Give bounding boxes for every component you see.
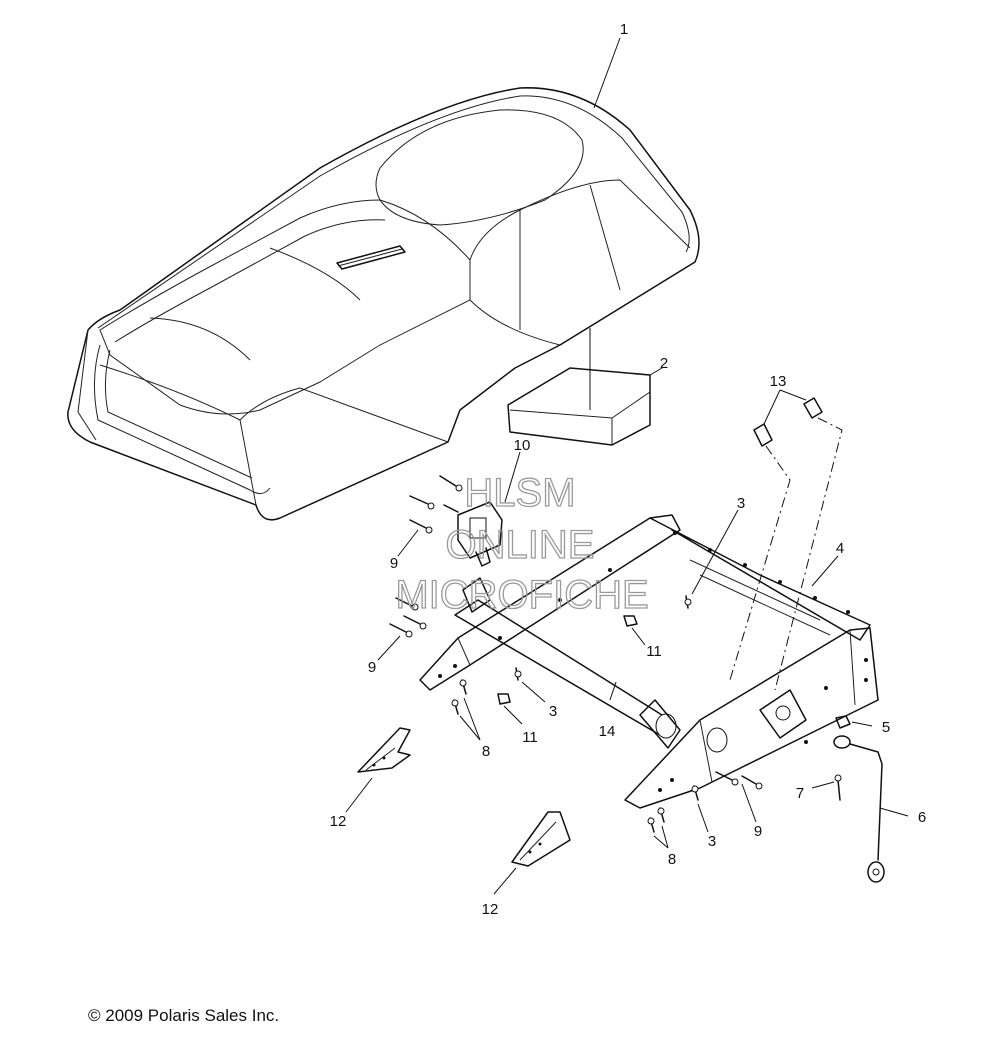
watermark-line-2: ONLINE: [446, 523, 595, 567]
callout-9c: 9: [754, 823, 762, 840]
leader-3b: [521, 681, 546, 703]
leader-9c: [741, 783, 757, 823]
callout-6: 6: [918, 809, 926, 826]
callout-12a: 12: [330, 813, 347, 830]
screw-7: [834, 774, 842, 801]
callout-3a: 3: [737, 495, 745, 512]
leader-14: [609, 681, 617, 701]
leader-12a: [345, 777, 373, 813]
callout-14: 14: [599, 723, 616, 740]
nut-11-lower: [497, 693, 511, 705]
callout-11a: 11: [646, 643, 662, 660]
nut-5: [835, 715, 851, 729]
callout-11b: 11: [522, 729, 538, 746]
callout-4: 4: [836, 540, 844, 557]
callout-12b: 12: [482, 901, 499, 918]
screws-9-upper: [409, 475, 463, 534]
latch-button: [469, 517, 487, 539]
leader-3a: [691, 509, 739, 595]
screws-9-middle: [389, 597, 427, 638]
bolt-3-lower: [691, 785, 699, 801]
bracket-12-left: [357, 727, 411, 773]
callout-5: 5: [882, 719, 890, 736]
watermark-line-3: MICROFICHE: [395, 573, 648, 617]
bolt-3-middle: [514, 667, 522, 681]
screws-9-lower: [715, 771, 763, 790]
callout-1: 1: [620, 21, 628, 38]
leader-3c: [697, 803, 709, 833]
leader-13a: [763, 389, 781, 425]
leader-1: [593, 37, 621, 109]
clips-13: [729, 397, 843, 691]
leader-8a: [463, 697, 481, 741]
tube-end-14: [655, 713, 677, 739]
leader-8b: [661, 825, 669, 849]
leader-13b: [779, 389, 807, 401]
latch-part-10: [457, 501, 503, 567]
leader-10: [504, 451, 521, 503]
bolts-8-lower: [647, 807, 665, 833]
callout-13: 13: [770, 373, 787, 390]
leader-12b: [493, 867, 517, 895]
leader-5: [851, 721, 873, 727]
hinge-hole: [775, 705, 791, 721]
frame-rivets: [438, 531, 868, 792]
rail-tube-end: [706, 727, 728, 753]
leader-9a: [397, 529, 419, 557]
callout-3b: 3: [549, 703, 557, 720]
leader-11a: [631, 627, 646, 646]
watermark: HLSM ONLINE MICROFICHE: [395, 470, 650, 617]
leader-2b: [649, 367, 663, 376]
frame-part-4: [419, 514, 879, 809]
leader-11b: [503, 705, 523, 725]
leader-6: [879, 807, 909, 817]
leader-8b2: [653, 835, 669, 849]
copyright-notice: © 2009 Polaris Sales Inc.: [88, 1006, 280, 1025]
bolts-8-left: [451, 679, 467, 715]
callout-8a: 8: [482, 743, 490, 760]
nut-11-upper: [623, 615, 638, 627]
bolt-3-upper: [684, 595, 692, 609]
bracket-12-lower: [511, 811, 571, 867]
callout-7: 7: [796, 785, 804, 802]
callout-2: 2: [660, 355, 668, 372]
watermark-line-1: HLSM: [464, 471, 575, 515]
callout-8b: 8: [668, 851, 676, 868]
seat-part-1: [67, 87, 700, 521]
callout-3c: 3: [708, 833, 716, 850]
callout-9a: 9: [390, 555, 398, 572]
tether-6: [833, 735, 885, 883]
leader-8a2: [459, 715, 481, 741]
leader-7: [811, 781, 835, 789]
leader-9b: [377, 635, 401, 661]
callout-9b: 9: [368, 659, 376, 676]
callout-10: 10: [514, 437, 531, 454]
pad-part-2: [507, 367, 651, 446]
leader-4: [811, 555, 839, 587]
